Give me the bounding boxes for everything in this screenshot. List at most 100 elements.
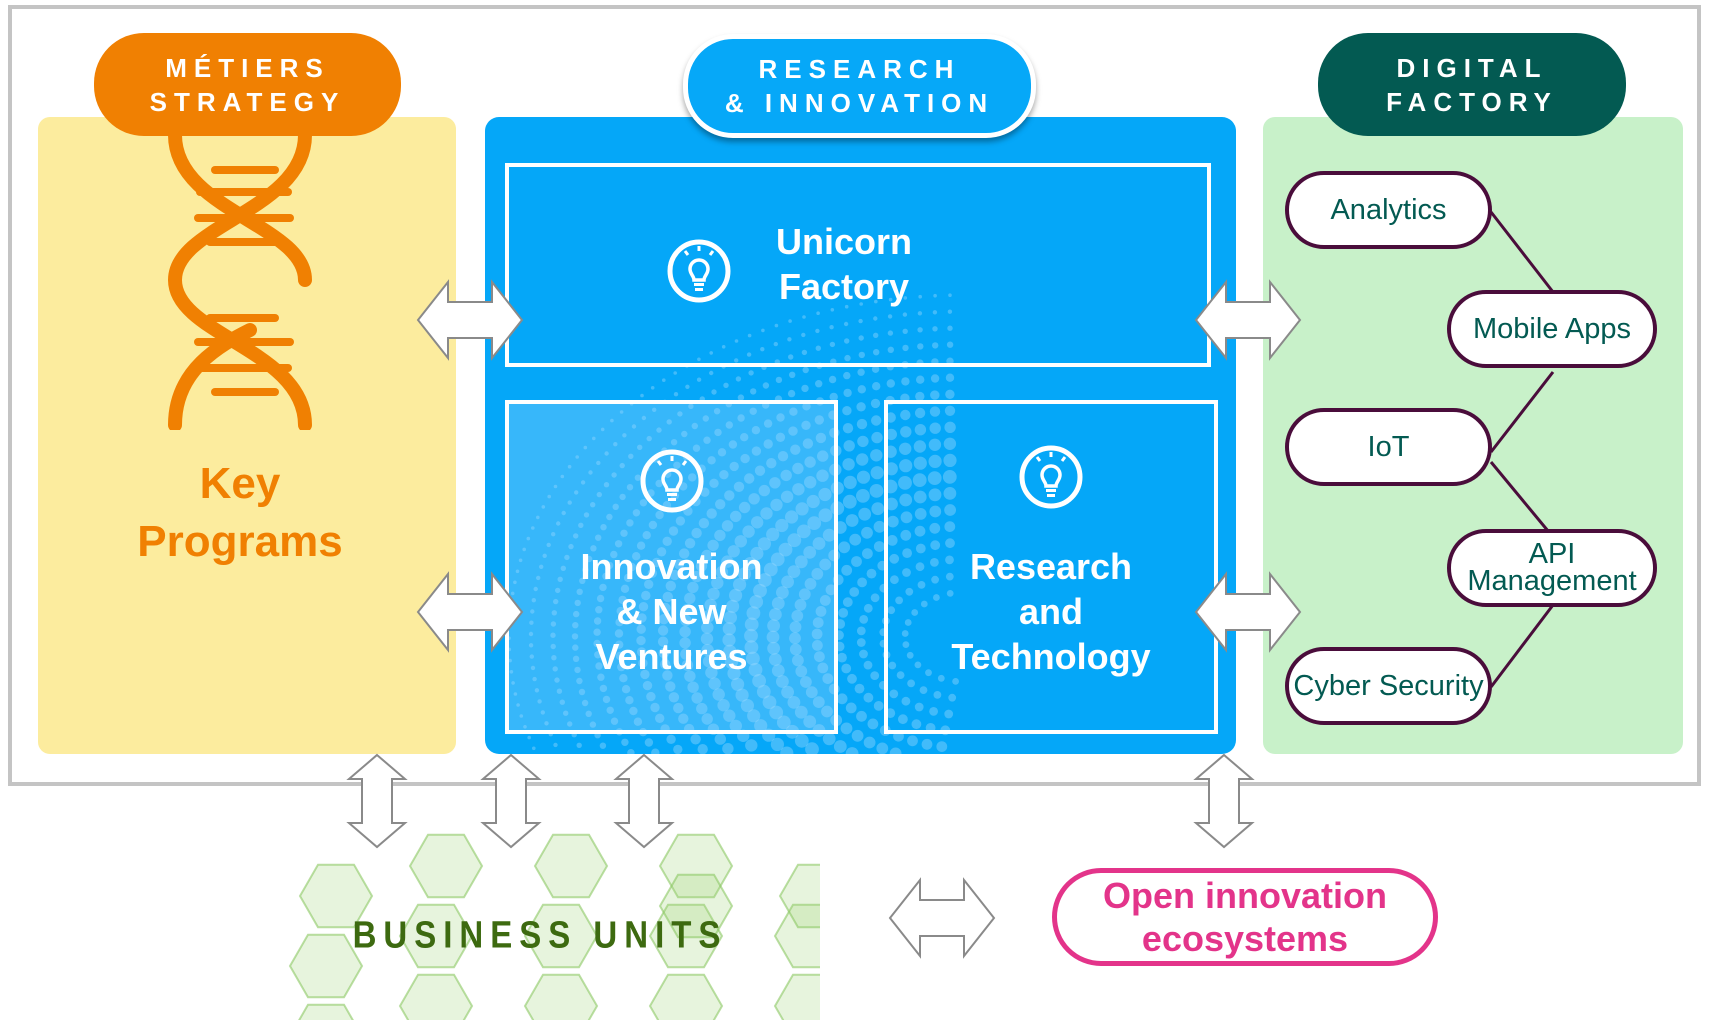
tech-api-management[interactable]: API Management xyxy=(1447,529,1657,607)
halftone-dot xyxy=(900,529,912,541)
tech-iot[interactable]: IoT xyxy=(1285,408,1492,486)
halftone-dot xyxy=(708,677,721,690)
tech-cyber-security[interactable]: Cyber Security xyxy=(1285,647,1492,725)
halftone-dot xyxy=(802,402,811,411)
halftone-dot xyxy=(763,439,773,449)
halftone-dot xyxy=(662,670,673,681)
halftone-dot xyxy=(679,548,690,559)
halftone-dot xyxy=(750,546,764,561)
research-technology-box[interactable]: Research and Technology xyxy=(884,400,1218,734)
halftone-dot xyxy=(723,644,737,658)
halftone-dot xyxy=(777,451,789,462)
halftone-dot xyxy=(650,702,660,713)
open-innovation-line1: Open innovation xyxy=(1103,875,1387,916)
halftone-dot xyxy=(673,461,681,469)
halftone-dot xyxy=(822,528,836,542)
halftone-dot xyxy=(709,478,719,488)
halftone-dot xyxy=(665,580,676,592)
halftone-dot xyxy=(573,533,579,539)
halftone-dot xyxy=(688,403,694,409)
halftone-dot xyxy=(805,686,818,699)
halftone-dot xyxy=(680,648,692,660)
halftone-dot xyxy=(929,422,941,434)
halftone-dot xyxy=(678,713,689,724)
halftone-dot xyxy=(541,505,546,509)
halftone-dot xyxy=(780,746,794,754)
halftone-dot xyxy=(556,688,563,694)
halftone-dot xyxy=(697,357,701,362)
halftone-dot xyxy=(627,749,635,754)
halftone-dot xyxy=(636,635,646,646)
halftone-dot xyxy=(841,564,853,576)
halftone-dot xyxy=(747,709,761,723)
halftone-dot xyxy=(532,746,536,751)
halftone-dot xyxy=(775,518,789,533)
halftone-dot xyxy=(747,333,752,338)
halftone-dot xyxy=(724,655,738,669)
hexagon-cell xyxy=(773,973,820,1020)
halftone-dot xyxy=(774,323,779,328)
halftone-dot xyxy=(946,590,954,597)
halftone-dot xyxy=(858,507,872,521)
halftone-dot xyxy=(858,318,863,324)
halftone-dot xyxy=(599,684,608,693)
halftone-dot xyxy=(636,541,646,550)
halftone-dot xyxy=(571,633,579,640)
halftone-dot xyxy=(722,743,734,754)
halftone-dot xyxy=(644,738,654,747)
tech-mobile-apps[interactable]: Mobile Apps xyxy=(1447,290,1657,368)
halftone-dot xyxy=(702,610,715,623)
halftone-dot xyxy=(637,613,647,623)
unicorn-title-line1: Unicorn xyxy=(775,221,912,262)
halftone-dot xyxy=(873,701,884,711)
open-innovation-ecosystems[interactable]: Open innovation ecosystems xyxy=(1052,868,1438,966)
halftone-dot xyxy=(526,536,531,541)
halftone-dot xyxy=(789,632,801,645)
halftone-dot xyxy=(885,497,898,511)
halftone-dot xyxy=(508,658,512,663)
unicorn-factory-box[interactable]: Unicorn Factory xyxy=(505,163,1211,367)
halftone-dot xyxy=(930,540,941,551)
halftone-dot xyxy=(721,345,726,349)
halftone-dot xyxy=(896,671,905,679)
halftone-dot xyxy=(794,599,807,611)
halftone-dot xyxy=(750,388,757,395)
tech-analytics[interactable]: Analytics xyxy=(1285,171,1492,249)
halftone-dot xyxy=(642,531,651,540)
key-programs-line1: Key xyxy=(199,459,281,508)
halftone-dot xyxy=(902,568,911,577)
halftone-dot xyxy=(842,406,852,416)
halftone-dot xyxy=(697,744,708,754)
halftone-dot xyxy=(701,549,713,562)
halftone-dot xyxy=(622,433,627,438)
halftone-dot xyxy=(932,342,939,349)
halftone-dot xyxy=(844,354,851,362)
halftone-dot xyxy=(944,421,956,433)
halftone-dot xyxy=(734,339,739,343)
halftone-dot xyxy=(590,545,597,552)
halftone-dot xyxy=(528,643,534,648)
halftone-dot xyxy=(856,710,867,722)
halftone-dot xyxy=(729,461,739,472)
halftone-dot xyxy=(589,721,597,728)
halftone-dot xyxy=(771,664,785,677)
halftone-dot xyxy=(818,508,833,523)
halftone-dot xyxy=(901,377,910,386)
halftone-dot xyxy=(900,511,913,524)
halftone-dot xyxy=(870,449,883,462)
rt-title-line2: and xyxy=(1018,591,1083,632)
halftone-dot xyxy=(902,641,910,648)
halftone-dot xyxy=(722,622,736,636)
halftone-dot xyxy=(885,428,897,441)
halftone-dot xyxy=(887,606,896,615)
halftone-dot xyxy=(623,573,633,583)
halftone-dot xyxy=(557,576,563,582)
halftone-dot xyxy=(515,569,520,574)
halftone-dot xyxy=(870,593,880,603)
hexagon-cell xyxy=(523,973,599,1020)
halftone-dot xyxy=(530,609,535,614)
halftone-dot xyxy=(753,583,767,598)
halftone-dot xyxy=(829,392,838,402)
innovation-new-ventures-box[interactable]: Innovation & New Ventures xyxy=(505,400,838,734)
halftone-dot xyxy=(660,659,671,670)
